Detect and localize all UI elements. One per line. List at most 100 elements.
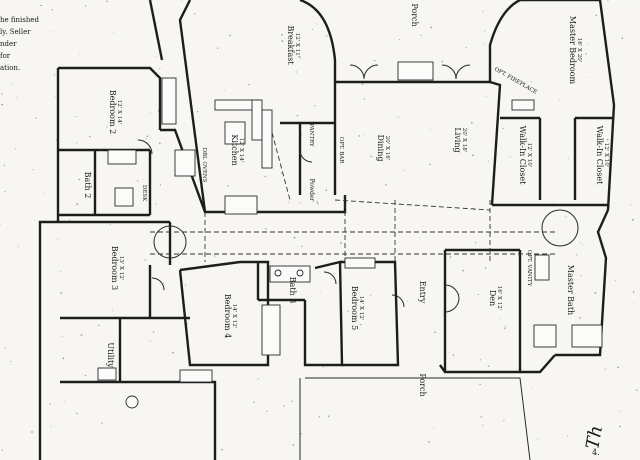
dining-label: Dining xyxy=(376,135,385,162)
speckle xyxy=(587,44,589,45)
hallway-dashes xyxy=(150,124,555,262)
speckle xyxy=(257,378,259,380)
margin-note-1: . xyxy=(40,0,42,8)
speckle xyxy=(1,93,3,95)
speckle xyxy=(142,179,144,180)
speckle xyxy=(9,363,11,365)
rotunda-right xyxy=(541,209,579,247)
speckle xyxy=(108,365,110,367)
margin-note-2: he finished xyxy=(0,16,40,24)
speckle xyxy=(111,309,113,311)
speckle xyxy=(313,257,315,259)
speckle xyxy=(311,28,314,31)
speckle xyxy=(31,431,33,433)
speckle xyxy=(349,151,351,153)
speckle xyxy=(112,32,114,33)
bedroom2-dim: 12' X 14' xyxy=(116,100,122,124)
exterior-walls xyxy=(38,0,616,460)
walkin-closet-left-dim: 12' X 10' xyxy=(526,143,532,167)
powder-label: Powder xyxy=(308,179,315,202)
speckle xyxy=(214,255,216,257)
speckle xyxy=(377,158,379,160)
speckle xyxy=(432,427,434,428)
utility-label: Utility xyxy=(106,342,115,368)
speckle xyxy=(473,209,476,211)
speckle xyxy=(318,416,321,418)
speckle xyxy=(479,359,481,361)
corner-title: Th 4. xyxy=(582,424,607,457)
speckle xyxy=(155,203,157,205)
speckle xyxy=(98,324,100,327)
speckle xyxy=(552,202,554,204)
speckle xyxy=(565,216,567,217)
speckle xyxy=(76,203,79,206)
speckle xyxy=(364,133,365,135)
speckle xyxy=(51,9,54,11)
rotunda-left xyxy=(153,225,187,259)
speckle xyxy=(60,292,63,294)
speckle xyxy=(89,172,92,175)
speckle xyxy=(136,180,139,182)
speckle xyxy=(422,225,424,227)
door-swings xyxy=(137,64,471,313)
breakfast-dim: 12' X 11' xyxy=(294,33,300,57)
speckle xyxy=(483,43,485,45)
speckle xyxy=(325,189,328,191)
speckle xyxy=(483,30,486,32)
speckle xyxy=(50,425,52,427)
speckle xyxy=(159,67,161,70)
speckle xyxy=(78,53,80,55)
dining-dim: 20' X 16' xyxy=(384,136,390,160)
speckle xyxy=(477,293,479,296)
opt-bar-label: OPT. BAR xyxy=(338,137,344,165)
speckle xyxy=(1,449,4,451)
speckle xyxy=(481,424,484,426)
speckle xyxy=(588,76,590,78)
speckle xyxy=(621,37,624,39)
speckle xyxy=(0,223,1,225)
speckle xyxy=(370,294,372,296)
speckle xyxy=(316,201,319,203)
dbl-ovens-label: DBL OVENS xyxy=(201,148,207,183)
speckle xyxy=(148,339,150,341)
speckle xyxy=(358,135,361,137)
speckle xyxy=(604,368,606,370)
speckle xyxy=(281,40,284,42)
speckle xyxy=(486,95,488,97)
speckle xyxy=(631,218,634,221)
speckle xyxy=(162,282,165,284)
speckle xyxy=(151,341,152,343)
speckle xyxy=(505,325,507,327)
porch-bottom-label: Porch xyxy=(418,373,427,396)
speckle xyxy=(211,12,212,14)
speckle xyxy=(89,135,91,138)
speckle xyxy=(75,116,77,118)
speckle xyxy=(314,105,316,107)
speckle xyxy=(434,331,436,334)
speckle xyxy=(484,267,487,269)
speckle xyxy=(503,420,505,422)
room-labels: Porch Master Bedroom 16' X 20' Breakfast… xyxy=(83,3,609,396)
speckle xyxy=(221,448,223,451)
speckle xyxy=(52,31,54,32)
speckle xyxy=(197,282,199,284)
speckle xyxy=(76,142,78,144)
speckle xyxy=(337,144,339,146)
speckle xyxy=(49,403,51,405)
speckle xyxy=(361,83,364,86)
speckle xyxy=(163,284,165,286)
speckle xyxy=(633,302,635,304)
speckle xyxy=(581,243,583,245)
speckle xyxy=(585,53,587,55)
speckle xyxy=(385,184,387,186)
speckle xyxy=(531,77,532,78)
speckle xyxy=(638,6,640,7)
speckle xyxy=(109,224,111,226)
speckle xyxy=(635,389,638,391)
speckle xyxy=(280,33,283,36)
speckle xyxy=(397,116,399,118)
speckle xyxy=(253,401,255,403)
speckle xyxy=(293,236,296,239)
speckle xyxy=(299,202,301,204)
